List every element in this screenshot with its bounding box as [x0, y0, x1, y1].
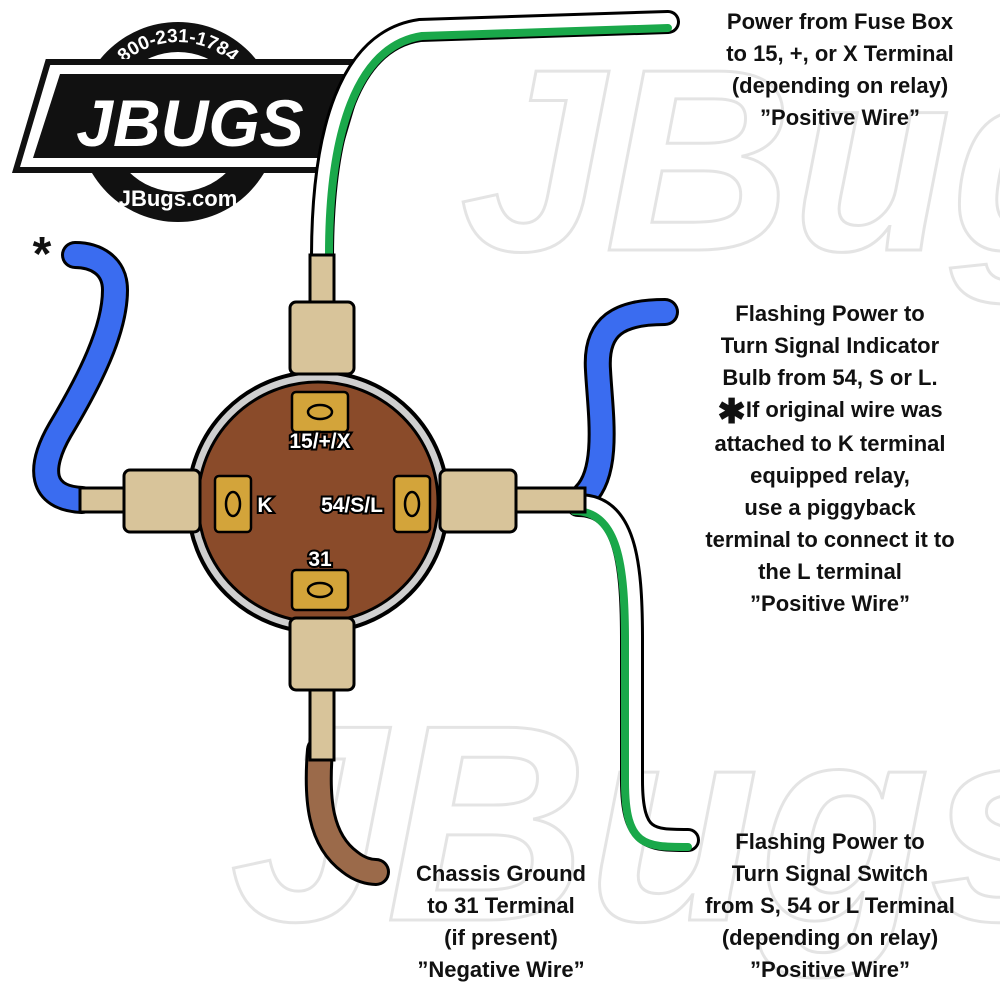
callout-fuse-line: Power from Fuse Box — [726, 9, 954, 34]
callout-note-line: attached to K terminal — [714, 431, 946, 456]
callout-note-line: equipped relay, — [750, 463, 910, 488]
note-star: ✱ — [717, 393, 746, 431]
terminal-right-tab — [392, 474, 432, 534]
callout-note-line: terminal to connect it to — [705, 527, 955, 552]
jbugs-logo[interactable]: 800-231-1784 JBUGS JBugs.com — [11, 22, 370, 222]
callout-ground-line: ”Negative Wire” — [417, 957, 585, 982]
top-boot — [288, 300, 356, 376]
callout-indicator-line: Bulb from 54, S or L. — [722, 365, 938, 390]
callout-note-line: use a piggyback — [744, 495, 916, 520]
watermark-text-bottom: JBugs — [230, 668, 1000, 981]
bottom-stem — [308, 678, 336, 762]
callout-ground: Chassis Ground to 31 Terminal (if presen… — [378, 858, 624, 986]
callout-ground-line: (if present) — [444, 925, 558, 950]
callout-indicator-line: Turn Signal Indicator — [720, 333, 940, 358]
terminal-label-right: 54/S/L — [321, 494, 383, 517]
callout-switch-line: ”Positive Wire” — [750, 957, 910, 982]
callout-switch-line: Turn Signal Switch — [731, 861, 929, 886]
callout-indicator: Flashing Power to Turn Signal Indicator … — [670, 298, 990, 620]
callout-fuse-line: ”Positive Wire” — [760, 105, 920, 130]
logo-website: JBugs.com — [119, 186, 238, 211]
logo-banner-inner — [33, 74, 352, 158]
switch-wire-green — [570, 507, 692, 851]
callout-fuse-line: to 15, +, or X Terminal — [726, 41, 954, 66]
wires — [32, 10, 700, 886]
k-wire-blue — [35, 244, 127, 511]
logo-brand: JBUGS — [76, 86, 303, 160]
terminal-left-tab — [213, 474, 253, 534]
right-stem — [513, 486, 587, 514]
terminal-label-top: 15/+/X — [289, 430, 350, 453]
terminal-top-tab — [290, 390, 350, 434]
callout-switch-line: (depending on relay) — [721, 925, 939, 950]
callout-indicator-note: ✱If original wire was — [670, 393, 990, 431]
terminal-label-left: K — [257, 494, 272, 517]
callout-ground-line: to 31 Terminal — [427, 893, 575, 918]
callout-switch-line: from S, 54 or L Terminal — [705, 893, 955, 918]
terminal-label-bottom: 31 — [308, 548, 332, 571]
callout-fuse-line: (depending on relay) — [731, 73, 949, 98]
callout-ground-line: Chassis Ground — [416, 861, 586, 886]
fuse-wire-green — [325, 24, 672, 259]
callout-indicator-line: Flashing Power to — [735, 301, 925, 326]
callout-switch: Flashing Power to Turn Signal Switch fro… — [670, 826, 990, 986]
terminal-labels: 15/+/X K 54/S/L 31 — [255, 428, 385, 573]
switch-wire-white — [569, 496, 697, 849]
callout-switch-line: Flashing Power to — [735, 829, 925, 854]
bottom-boot — [288, 616, 356, 692]
callout-note-line: the L terminal — [758, 559, 902, 584]
left-boot — [122, 468, 202, 534]
terminal-bottom-tab — [290, 568, 350, 612]
ground-wire-brown — [307, 739, 387, 883]
terminals — [213, 390, 432, 612]
relay — [186, 370, 450, 634]
callout-fuse-box: Power from Fuse Box to 15, +, or X Termi… — [690, 6, 990, 134]
fuse-wire-white — [313, 13, 677, 267]
right-boot — [438, 468, 518, 534]
watermark: JBugs JBugs — [229, 15, 1000, 983]
callout-note-line: If original wire was — [745, 397, 943, 422]
connector-boots — [122, 300, 518, 692]
callout-note-line: ”Positive Wire” — [750, 591, 910, 616]
watermark-text-top: JBugs — [460, 16, 1000, 307]
indicator-wire-blue — [574, 301, 676, 506]
asterisk-marker: * — [33, 228, 52, 281]
